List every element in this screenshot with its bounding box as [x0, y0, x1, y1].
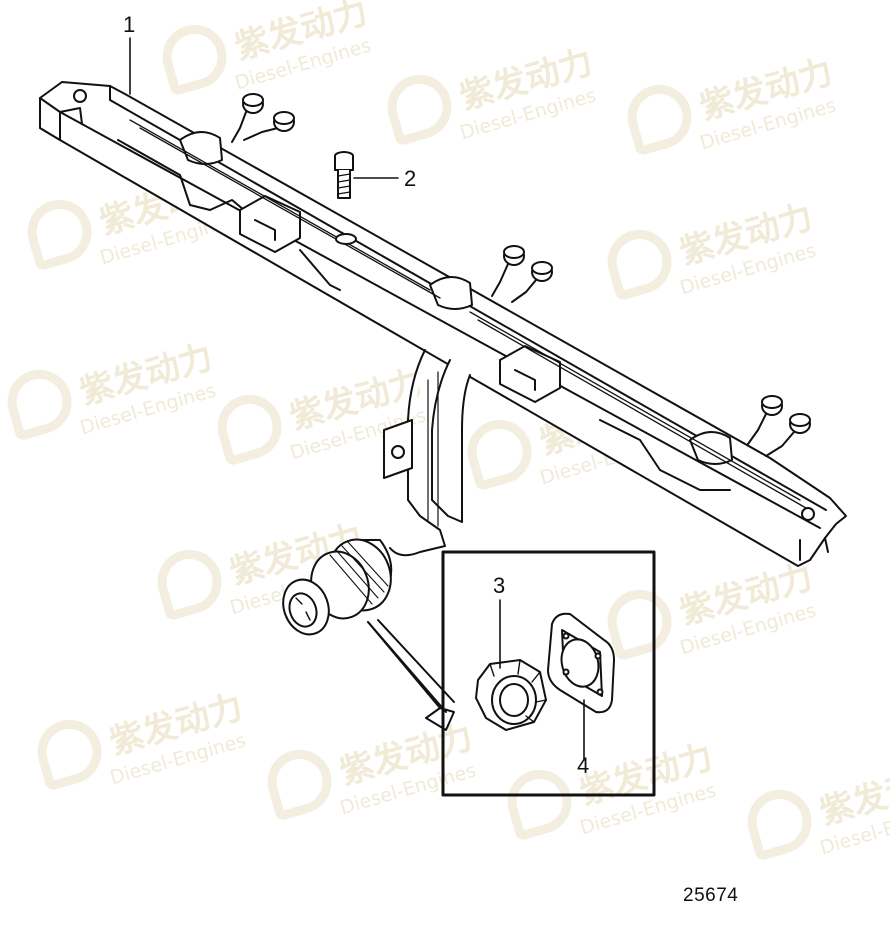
- leader-lines: [129, 37, 585, 761]
- nut: [475, 659, 547, 731]
- harness-branch: [383, 349, 471, 557]
- injector-connector-pair-1: [231, 93, 295, 143]
- callout-4: 4: [577, 753, 590, 778]
- detail-pointer-arrow: [367, 621, 455, 731]
- injector-connector-pair-2: [491, 245, 553, 303]
- round-connector: [282, 538, 393, 636]
- drawing-number: 25674: [683, 885, 739, 906]
- bolt: [334, 151, 354, 199]
- callout-1: 1: [123, 12, 136, 37]
- callout-2: 2: [404, 166, 417, 191]
- injector-connector-pair-3: [747, 395, 811, 457]
- gasket: [547, 612, 615, 714]
- callout-3: 3: [493, 573, 506, 598]
- detail-box: [441, 550, 656, 797]
- wiring-rail: [39, 81, 847, 567]
